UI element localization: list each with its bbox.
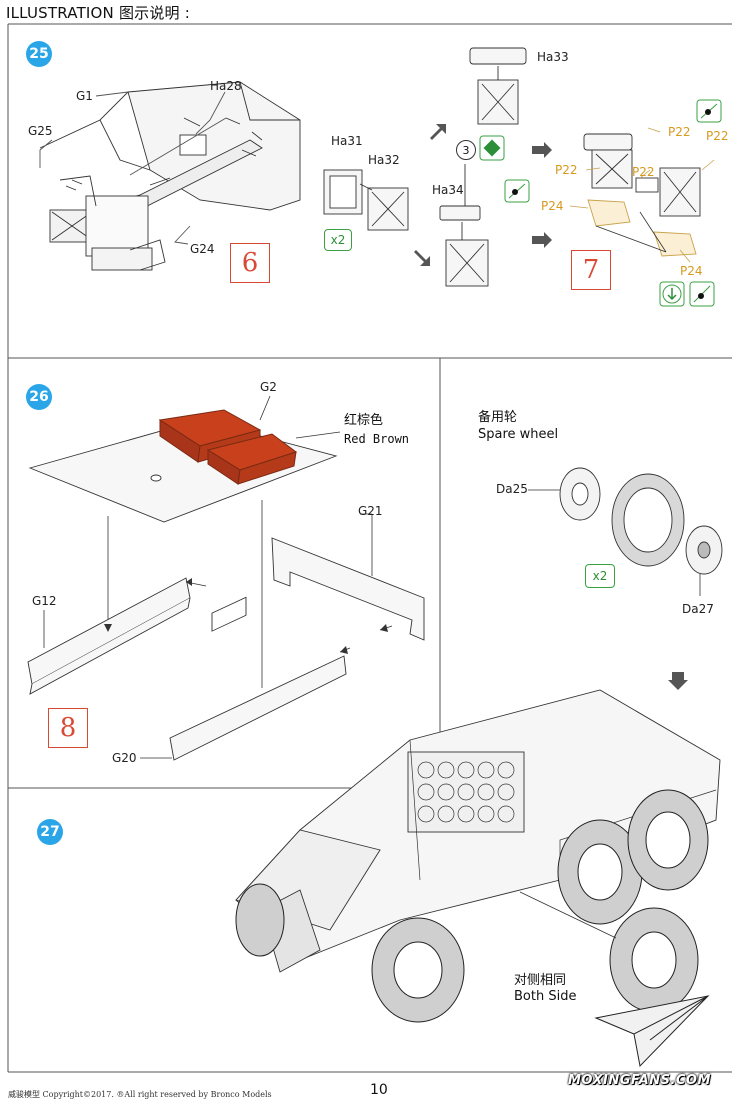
step-badge-27: 27 <box>37 819 63 845</box>
part-label-p22-left: P22 <box>555 163 578 177</box>
sub-step-box-8: 8 <box>48 708 88 748</box>
part-label-ha28: Ha28 <box>210 79 242 93</box>
part-label-da25: Da25 <box>496 482 528 496</box>
step-badge-25: 25 <box>26 41 52 67</box>
page-header-title: ILLUSTRATION 图示说明 : <box>6 4 190 22</box>
both-side-note-en: Both Side <box>514 989 577 1004</box>
sub-step-box-7: 7 <box>571 250 611 290</box>
both-side-note-cn: 对侧相同 <box>514 973 567 988</box>
part-label-g24: G24 <box>190 242 215 256</box>
part-label-p24-left: P24 <box>541 199 564 213</box>
part-label-da27: Da27 <box>682 602 714 616</box>
part-label-ha33: Ha33 <box>537 50 569 64</box>
spare-wheel-multiplier-x2: x2 <box>585 564 615 588</box>
sub-step-box-6: 6 <box>230 243 270 283</box>
paint-note-en: Red Brown <box>344 432 410 446</box>
part-label-p22-right: P22 <box>706 129 729 143</box>
part-label-g12: G12 <box>32 594 57 608</box>
multiplier-badge-x2: x2 <box>324 229 352 251</box>
part-label-g2: G2 <box>260 380 277 394</box>
paint-note-cn: 红棕色 <box>344 413 384 428</box>
spare-wheel-title-en: Spare wheel <box>478 427 559 442</box>
part-label-ha32: Ha32 <box>368 153 400 167</box>
part-label-g20: G20 <box>112 751 137 765</box>
spare-wheel-title-cn: 备用轮 <box>478 410 518 425</box>
step-badge-26: 26 <box>26 384 52 410</box>
part-label-g21: G21 <box>358 504 383 518</box>
footer-copyright: 威骏模型 Copyright©2017. ®All right reserved… <box>8 1090 272 1099</box>
part-label-p22-mid: P22 <box>632 165 655 179</box>
watermark-text: MOXINGFANS.COM <box>568 1073 711 1088</box>
part-label-ha34: Ha34 <box>432 183 464 197</box>
callout-number-3: 3 <box>456 140 476 160</box>
page-number: 10 <box>370 1082 388 1098</box>
part-label-ha31: Ha31 <box>331 134 363 148</box>
part-label-p24-right: P24 <box>680 264 703 278</box>
part-label-g25: G25 <box>28 124 53 138</box>
part-label-p22-top: P22 <box>668 125 691 139</box>
part-label-g1: G1 <box>76 89 93 103</box>
